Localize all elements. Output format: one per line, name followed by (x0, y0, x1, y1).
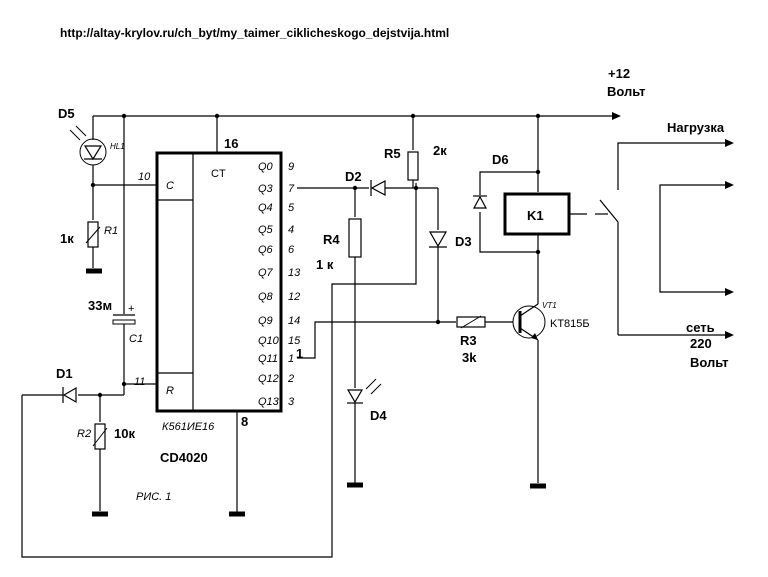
r5-value: 2к (433, 143, 447, 158)
chip-output-q4: Q4 (258, 202, 273, 214)
chip-output-pin-13: 13 (288, 267, 301, 279)
chip-output-pin-2: 2 (287, 373, 294, 385)
chip-output-q5: Q5 (258, 224, 274, 236)
resistor-r4 (348, 188, 362, 388)
resistor-r1 (85, 221, 102, 274)
d4-label: D4 (370, 408, 387, 423)
led-d4 (346, 378, 382, 488)
chip-output-pin-7: 7 (288, 183, 295, 195)
resistor-r2 (92, 395, 108, 517)
chip-output-pin-3: 3 (288, 396, 295, 408)
chip-output-q11: Q11 (258, 353, 278, 365)
chip-c-input: C (166, 180, 174, 192)
resistor-r3 (456, 315, 513, 329)
load-label: Нагрузка (667, 120, 725, 135)
chip-output-q8: Q8 (258, 291, 274, 303)
r3-label: R3 (460, 333, 477, 348)
chip-part-ru: К561ИЕ16 (162, 421, 215, 433)
diode-d3 (428, 188, 448, 325)
supply-unit-label: Вольт (607, 84, 645, 99)
supply-rail (93, 112, 621, 120)
d3-label: D3 (455, 234, 472, 249)
chip-output-q10: Q10 (258, 335, 280, 347)
r4-value: 1 к (316, 257, 334, 272)
r1-label: R1 (104, 225, 118, 237)
pin8-label: 8 (241, 414, 248, 429)
chip-output-q0: Q0 (258, 161, 274, 173)
chip-part-en: CD4020 (160, 450, 208, 465)
mains-line1: сеть (686, 320, 715, 335)
chip-output-pin-5: 5 (288, 202, 295, 214)
chip-ct-label: CT (211, 168, 226, 180)
chip-output-q9: Q9 (258, 315, 273, 327)
source-url: http://altay-krylov.ru/ch_byt/my_taimer_… (60, 26, 449, 40)
chip-output-q12: Q12 (258, 373, 279, 385)
c1-plus: + (128, 303, 134, 315)
chip-output-q3: Q3 (258, 183, 274, 195)
r4-label: R4 (323, 232, 340, 247)
diode-d6 (472, 195, 488, 209)
pin10-label: 10 (138, 171, 151, 183)
chip-output-pin-6: 6 (288, 244, 295, 256)
chip-output-pin-14: 14 (288, 315, 300, 327)
r5-label: R5 (384, 146, 401, 161)
capacitor-c1 (112, 116, 136, 395)
chip-output-pin-12: 12 (288, 291, 300, 303)
r2-value: 10к (114, 426, 135, 441)
led-d5 (69, 116, 107, 220)
ic-cd4020 (155, 116, 283, 517)
pin16-label: 16 (224, 136, 238, 151)
mains-line3: Вольт (690, 355, 728, 370)
chip-output-pin-15: 15 (288, 335, 301, 347)
resistor-r5 (407, 116, 419, 188)
r3-value: 3k (462, 350, 477, 365)
q11-mark: 1 (296, 346, 303, 361)
d1-label: D1 (56, 366, 73, 381)
c1-value: 33м (88, 298, 112, 313)
r2-label: R2 (77, 428, 91, 440)
relay-k1 (479, 116, 571, 255)
vt1-label: VT1 (542, 301, 557, 310)
chip-output-q13: Q13 (258, 396, 280, 408)
mains-line2: 220 (690, 336, 712, 351)
vt1-type: KT815Б (550, 318, 590, 330)
d6-label: D6 (492, 152, 509, 167)
d5-label: D5 (58, 106, 75, 121)
chip-output-q7: Q7 (258, 267, 274, 279)
r1-value: 1к (60, 231, 74, 246)
supply-voltage-label: +12 (608, 66, 630, 81)
relay-contacts (569, 139, 734, 339)
chip-output-pin-1: 1 (288, 353, 294, 365)
d2-label: D2 (345, 169, 362, 184)
c1-label: C1 (129, 333, 143, 345)
chip-output-q6: Q6 (258, 244, 274, 256)
diode-d2 (370, 179, 438, 197)
hl1-label: HL1 (110, 142, 125, 151)
pin11-label: 11 (134, 376, 145, 388)
chip-output-pin-9: 9 (288, 161, 294, 173)
chip-output-pin-4: 4 (288, 224, 294, 236)
transistor-vt1 (512, 252, 546, 489)
figure-label: РИС. 1 (136, 491, 171, 503)
chip-r-input: R (166, 385, 174, 397)
k1-label: K1 (527, 208, 544, 223)
